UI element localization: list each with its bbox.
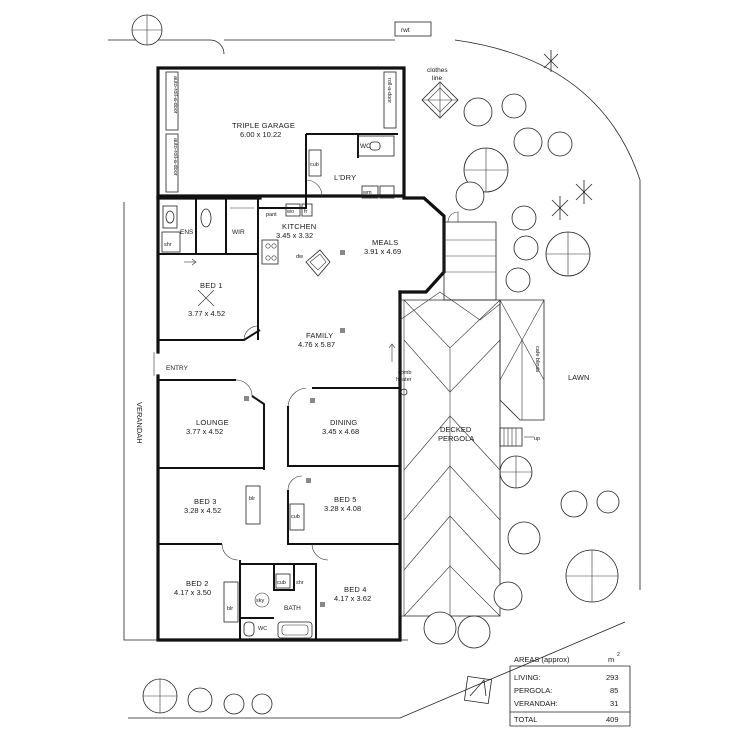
areas-row-value: 31 [610, 699, 618, 708]
bed-2: BED 2 4.17 x 3.50 blr [174, 560, 241, 640]
meals: MEALS 3.91 x 4.69 [364, 238, 401, 256]
svg-text:LOUNGE: LOUNGE [196, 418, 229, 427]
svg-text:WC: WC [360, 143, 371, 150]
svg-text:4.17 x 3.50: 4.17 x 3.50 [174, 588, 211, 597]
svg-text:4.17 x 3.62: 4.17 x 3.62 [334, 594, 371, 603]
areas-title: AREAS (approx) [514, 655, 570, 664]
svg-text:BATH: BATH [284, 605, 301, 612]
svg-text:DINING: DINING [330, 418, 357, 427]
svg-text:3.28 x 4.08: 3.28 x 4.08 [324, 504, 361, 513]
svg-text:ENTRY: ENTRY [166, 365, 189, 372]
garage-dims: 6.00 x 10.22 [240, 130, 281, 139]
svg-text:blr: blr [249, 496, 255, 502]
svg-text:cafe blinds: cafe blinds [534, 346, 540, 373]
svg-text:cub: cub [291, 514, 300, 520]
family: FAMILY 4.76 x 5.87 comb heater [298, 300, 412, 396]
svg-text:4.76 x 5.87: 4.76 x 5.87 [298, 340, 335, 349]
laundry: WC cub L'DRY wm [305, 133, 398, 199]
bed-5: cub BED 5 3.28 x 4.08 [287, 475, 400, 561]
svg-text:BED 3: BED 3 [194, 497, 217, 506]
areas-row-label: LIVING: [514, 673, 541, 682]
svg-text:WIR: WIR [232, 229, 245, 236]
svg-text:line: line [432, 75, 443, 82]
svg-text:BED 2: BED 2 [186, 579, 209, 588]
lawn-label: LAWN [568, 373, 589, 382]
garage: auto-roll-a-door auto-roll-a-door roll-a… [156, 66, 406, 198]
svg-text:3.45 x 3.32: 3.45 x 3.32 [276, 231, 313, 240]
svg-text:ENS: ENS [180, 229, 194, 236]
rainwater-tank: rwt [394, 21, 432, 37]
svg-text:FAMILY: FAMILY [306, 331, 333, 340]
svg-text:pant: pant [266, 212, 277, 218]
clothes-line: clothes line [421, 67, 459, 119]
verandah: VERANDAH [135, 402, 144, 444]
garage-name: TRIPLE GARAGE [232, 121, 295, 130]
svg-text:auto-roll-a-door: auto-roll-a-door [172, 138, 178, 176]
svg-text:DECKED: DECKED [440, 425, 472, 434]
entry: ENTRY [153, 352, 265, 470]
bed-4: BED 4 4.17 x 3.62 [320, 585, 371, 607]
svg-text:PERGOLA: PERGOLA [438, 434, 474, 443]
areas-row-label: VERANDAH: [514, 699, 558, 708]
areas-total-value: 409 [606, 715, 619, 724]
svg-text:KITCHEN: KITCHEN [282, 222, 316, 231]
svg-text:3.91 x 4.69: 3.91 x 4.69 [364, 247, 401, 256]
svg-text:3.28 x 4.52: 3.28 x 4.52 [184, 506, 221, 515]
decked-pergola: DECKED PERGOLA cafe blinds up [399, 291, 545, 617]
bed-3: BED 3 3.28 x 4.52 blr [158, 485, 261, 561]
bath: cub shr sky BATH WC [240, 563, 317, 640]
svg-text:cub: cub [310, 162, 319, 168]
areas-row-label: PERGOLA: [514, 686, 552, 695]
areas-table: AREAS (approx) m 2 LIVING: 293 PERGOLA: … [509, 652, 631, 727]
svg-text:L'DRY: L'DRY [334, 173, 356, 182]
svg-text:wo: wo [286, 209, 294, 215]
svg-text:3.77 x 4.52: 3.77 x 4.52 [186, 427, 223, 436]
areas-unit-sup: 2 [617, 652, 620, 658]
svg-text:wm: wm [362, 190, 372, 196]
svg-text:VERANDAH: VERANDAH [135, 402, 144, 444]
svg-text:dw: dw [296, 254, 303, 260]
svg-text:auto-roll-a-door: auto-roll-a-door [172, 76, 178, 114]
svg-text:rwt: rwt [401, 27, 410, 34]
bed-1: BED 1 3.77 x 4.52 [158, 258, 261, 341]
areas-total-label: TOTAL [514, 715, 537, 724]
areas-row-value: 85 [610, 686, 618, 695]
svg-text:cub: cub [277, 580, 286, 586]
svg-text:comb: comb [398, 370, 411, 376]
svg-text:MEALS: MEALS [372, 238, 398, 247]
svg-text:3.45 x 4.68: 3.45 x 4.68 [322, 427, 359, 436]
svg-text:fr: fr [304, 209, 308, 215]
svg-text:up: up [534, 436, 540, 442]
svg-text:sky: sky [256, 598, 265, 604]
svg-text:blr: blr [227, 606, 233, 612]
trees [131, 14, 620, 715]
svg-text:shr: shr [164, 242, 172, 248]
svg-text:roll-a-door: roll-a-door [386, 78, 392, 103]
site-boundary [108, 39, 641, 719]
ensuite-wir: ENS shr WIR [158, 198, 259, 340]
svg-text:BED 5: BED 5 [334, 495, 357, 504]
lounge: LOUNGE 3.77 x 4.52 [158, 396, 264, 469]
north-arrow-icon [463, 675, 493, 705]
kitchen: wo fr pant KITCHEN 3.45 x 3.32 dw [258, 196, 345, 277]
svg-text:BED 4: BED 4 [344, 585, 367, 594]
areas-unit: m [608, 655, 614, 664]
svg-text:BED 1: BED 1 [200, 281, 223, 290]
svg-text:clothes: clothes [427, 67, 448, 74]
svg-text:WC: WC [258, 626, 267, 632]
svg-text:shr: shr [296, 580, 304, 586]
dining: DINING 3.45 x 4.68 [287, 387, 400, 467]
svg-text:3.77 x 4.52: 3.77 x 4.52 [188, 309, 225, 318]
meals-steps [443, 211, 497, 301]
areas-row-value: 293 [606, 673, 619, 682]
